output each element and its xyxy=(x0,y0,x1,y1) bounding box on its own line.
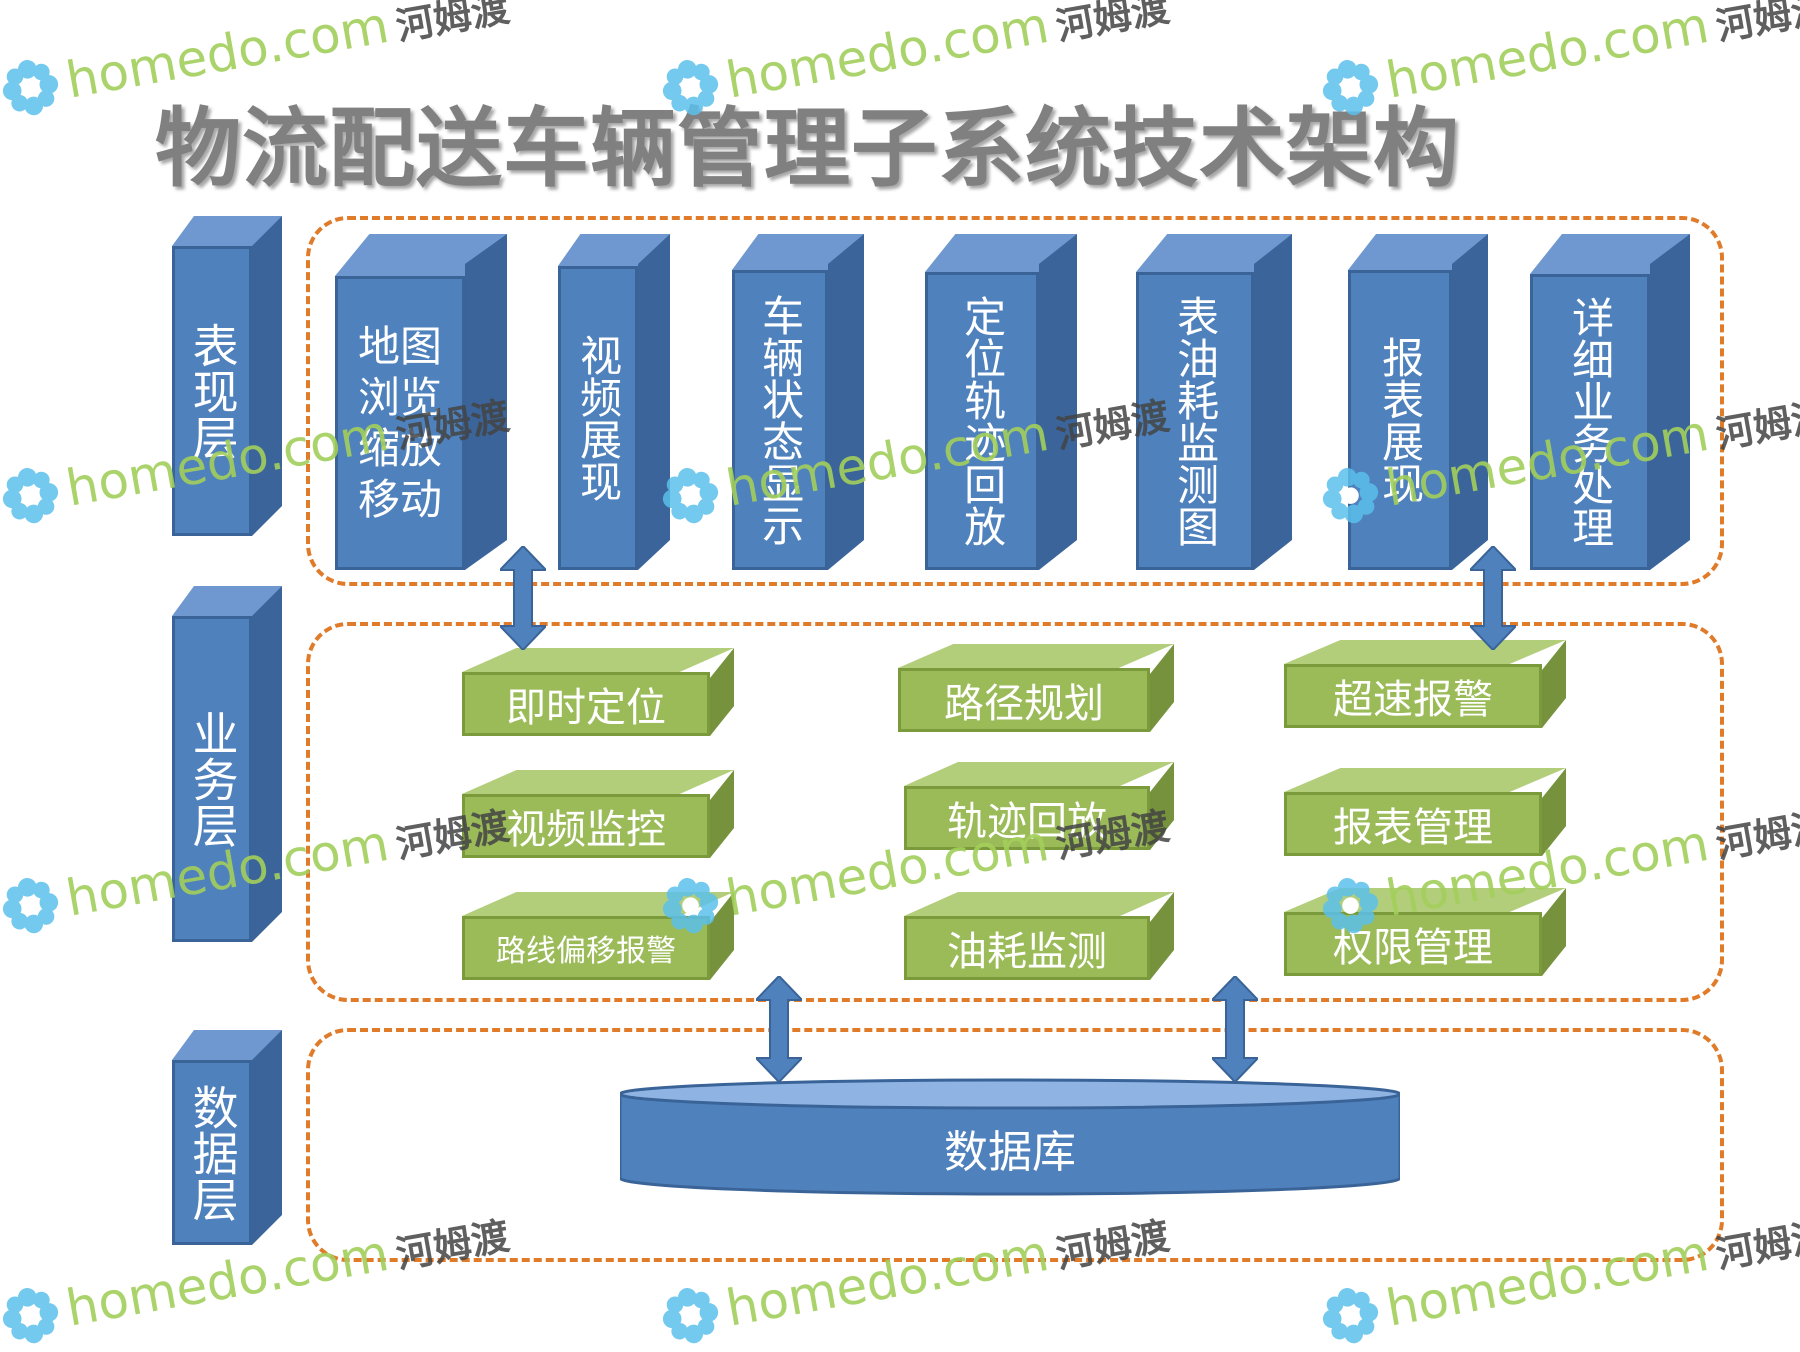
flower-logo-icon xyxy=(1322,1287,1379,1344)
page-title: 物流配送车辆管理子系统技术架构 xyxy=(155,99,1460,199)
module-report-display: 报表展现 xyxy=(1348,234,1488,570)
double-arrow-icon xyxy=(1470,546,1516,650)
module-video-display: 视频展现 xyxy=(558,234,670,570)
module-fuel-chart: 表油耗监测图 xyxy=(1136,234,1292,570)
data-layer-group xyxy=(306,1028,1724,1262)
flower-logo-icon xyxy=(2,1287,59,1344)
flower-logo-icon xyxy=(662,1287,719,1344)
biz-permission-management-text: 权限管理 xyxy=(1333,925,1493,971)
biz-realtime-location-text: 即时定位 xyxy=(506,685,666,731)
watermark-name: 河姆渡 xyxy=(1712,1213,1800,1277)
biz-track-playback-text: 轨迹回放 xyxy=(947,799,1107,845)
double-arrow-icon xyxy=(1212,976,1258,1082)
business-layer-text: 业务层 xyxy=(185,710,240,848)
watermark-name: 河姆渡 xyxy=(1712,393,1800,457)
biz-route-planning-text: 路径规划 xyxy=(944,681,1104,727)
biz-speed-alarm: 超速报警 xyxy=(1284,640,1566,728)
module-business-process-text: 详细业务处理 xyxy=(1565,296,1615,548)
biz-report-management-text: 报表管理 xyxy=(1333,805,1493,851)
biz-video-monitor-text: 视频监控 xyxy=(506,807,666,853)
biz-fuel-monitor-text: 油耗监测 xyxy=(947,929,1107,975)
flower-logo-icon xyxy=(2,877,59,934)
biz-track-playback: 轨迹回放 xyxy=(904,762,1174,850)
module-map-browse-text: 地图浏览缩放移动 xyxy=(357,321,442,525)
module-fuel-chart-text: 表油耗监测图 xyxy=(1170,295,1220,547)
double-arrow-icon xyxy=(500,546,546,650)
module-vehicle-status-text: 车辆状态显示 xyxy=(755,294,805,546)
module-track-playback-text: 定位轨迹回放 xyxy=(957,295,1007,547)
biz-fuel-monitor: 油耗监测 xyxy=(904,892,1174,980)
biz-video-monitor: 视频监控 xyxy=(462,770,734,858)
presentation-layer-label: 表现层 xyxy=(172,216,282,536)
data-layer-text: 数据层 xyxy=(185,1083,240,1222)
module-report-display-text: 报表展现 xyxy=(1375,336,1425,504)
watermark-name: 河姆渡 xyxy=(1052,0,1173,49)
module-video-display-text: 视频展现 xyxy=(573,334,623,502)
biz-permission-management: 权限管理 xyxy=(1284,888,1566,976)
watermark-name: 河姆渡 xyxy=(1712,803,1800,867)
watermark-name: 河姆渡 xyxy=(1712,0,1800,49)
biz-route-deviation-alarm: 路线偏移报警 xyxy=(462,892,734,980)
module-map-browse: 地图浏览缩放移动 xyxy=(335,234,507,570)
module-track-playback: 定位轨迹回放 xyxy=(925,234,1077,570)
biz-route-planning: 路径规划 xyxy=(898,644,1174,732)
business-layer-group xyxy=(306,622,1724,1002)
presentation-layer-group xyxy=(306,216,1724,586)
flower-logo-icon xyxy=(2,467,59,524)
module-vehicle-status: 车辆状态显示 xyxy=(732,234,864,570)
database-cylinder: 数据库 xyxy=(618,1078,1402,1198)
business-layer-label: 业务层 xyxy=(172,586,282,942)
watermark-name: 河姆渡 xyxy=(392,0,513,49)
database-label: 数据库 xyxy=(944,1127,1076,1178)
flower-logo-icon xyxy=(2,59,59,116)
module-business-process: 详细业务处理 xyxy=(1530,234,1690,570)
biz-report-management: 报表管理 xyxy=(1284,768,1566,856)
biz-speed-alarm-text: 超速报警 xyxy=(1333,677,1493,723)
presentation-layer-text: 表现层 xyxy=(185,322,240,460)
biz-route-deviation-alarm-text: 路线偏移报警 xyxy=(496,934,676,969)
data-layer-label: 数据层 xyxy=(172,1030,282,1245)
double-arrow-icon xyxy=(756,976,802,1082)
biz-realtime-location: 即时定位 xyxy=(462,648,734,736)
